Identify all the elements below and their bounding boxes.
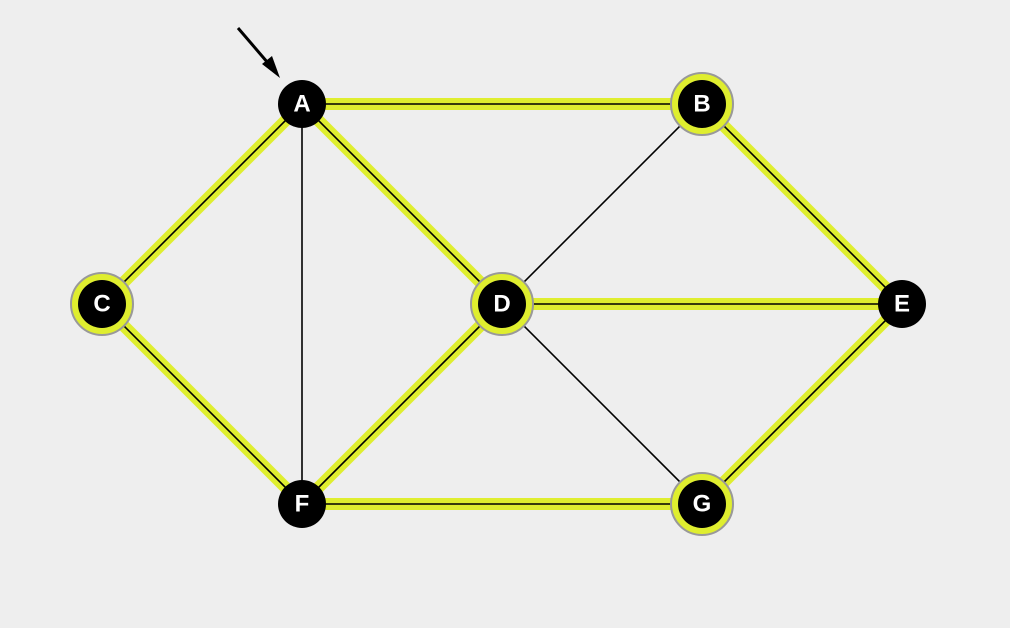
node-circle: [278, 80, 326, 128]
node-label: G: [693, 490, 712, 517]
node-g: G: [670, 472, 734, 536]
node-f: F: [278, 480, 326, 528]
node-label: C: [93, 290, 110, 317]
edge-CF: [101, 303, 303, 505]
edge-EG: [701, 303, 903, 505]
node-e: E: [878, 280, 926, 328]
node-a: A: [278, 80, 326, 128]
node-circle: [678, 80, 726, 128]
node-label: D: [493, 290, 510, 317]
edge-DF: [301, 303, 503, 505]
node-c: C: [70, 272, 134, 336]
node-label: F: [295, 490, 310, 517]
edge-DG: [501, 303, 703, 505]
node-label: B: [693, 90, 710, 117]
start-pointer-arrowhead-icon: [262, 56, 280, 78]
node-label: A: [293, 90, 310, 117]
node-d: D: [470, 272, 534, 336]
edge-BD: [501, 103, 703, 305]
edge-AC: [101, 103, 303, 305]
node-circle: [478, 280, 526, 328]
node-circle: [78, 280, 126, 328]
node-circle: [878, 280, 926, 328]
edge-BE: [701, 103, 903, 305]
edge-AD: [301, 103, 503, 305]
node-b: B: [670, 72, 734, 136]
node-label: E: [894, 290, 910, 317]
node-circle: [678, 480, 726, 528]
node-circle: [278, 480, 326, 528]
